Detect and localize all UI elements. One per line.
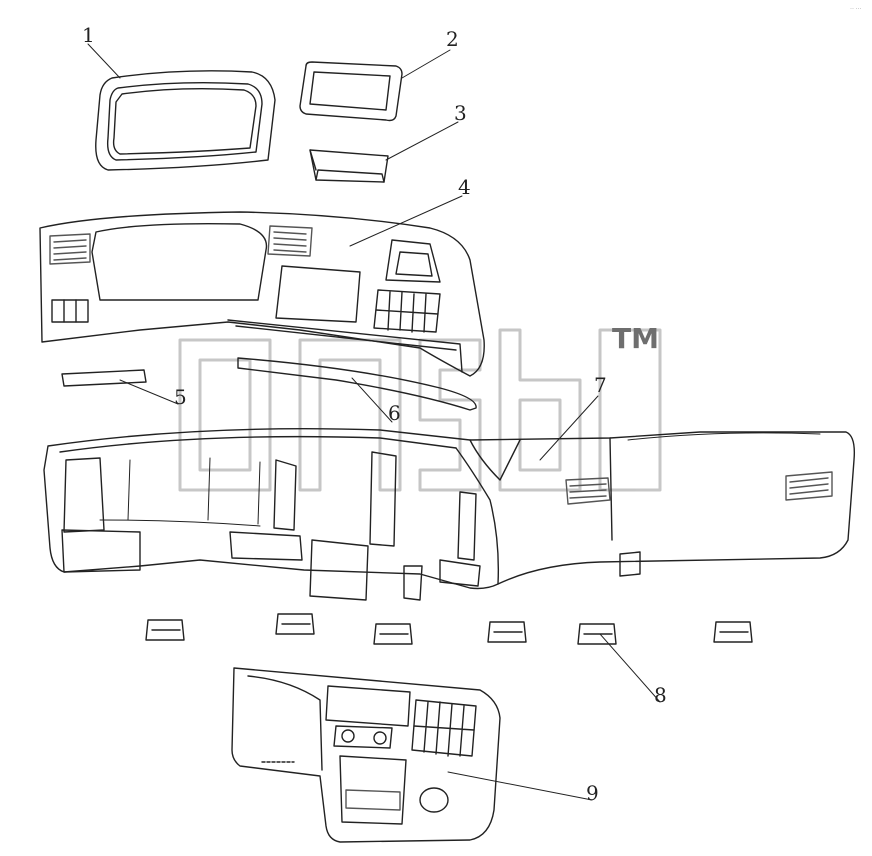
leader-line-4: [349, 195, 463, 247]
long-trim-strip: [237, 357, 477, 411]
leader-line-9: [447, 771, 593, 801]
center-console-panel: [231, 667, 501, 843]
callout-labels: 1 2 3 4 5 6 7 8 9: [82, 23, 667, 805]
display-frame: [299, 61, 403, 122]
callout-label-3: 3: [454, 101, 467, 125]
callout-label-2: 2: [446, 27, 459, 51]
air-vent: [577, 623, 617, 645]
watermark-mark: TM: [612, 322, 659, 355]
callout-label-6: 6: [388, 401, 401, 425]
switch-bank: [51, 299, 89, 323]
leader-line-2: [401, 49, 451, 79]
air-vents: [145, 613, 753, 645]
callout-label-8: 8: [654, 683, 667, 707]
callout-label-4: 4: [458, 175, 471, 199]
callout-label-1: 1: [82, 23, 95, 47]
air-vent: [275, 613, 315, 635]
callout-label-5: 5: [174, 385, 187, 409]
vent-grille: [565, 471, 833, 505]
air-vent: [713, 621, 753, 643]
leader-line-8: [599, 633, 661, 703]
switch-bank: [411, 699, 477, 757]
dashboard-main-body: [43, 428, 856, 601]
air-vent: [487, 621, 527, 643]
upper-dashboard-panel: [39, 211, 485, 377]
corner-mark: ·· ···: [850, 6, 862, 12]
storage-tray: [309, 149, 389, 183]
instrument-cluster-bezel: [95, 70, 276, 171]
watermark: TM: [178, 322, 662, 492]
leader-line-7: [539, 395, 599, 461]
air-vent: [373, 623, 413, 645]
air-vent: [145, 619, 185, 641]
leader-line-5: [119, 379, 179, 405]
mounting-bracket: [61, 451, 481, 601]
leader-line-1: [87, 43, 121, 79]
trim-strip: [61, 369, 147, 387]
leader-line-3: [385, 121, 459, 161]
callout-label-7: 7: [594, 373, 607, 397]
vent-grille: [49, 225, 313, 265]
leader-line-6: [351, 377, 393, 423]
leader-lines: [87, 43, 661, 801]
switch-bank: [373, 289, 441, 333]
callout-label-9: 9: [586, 781, 599, 805]
